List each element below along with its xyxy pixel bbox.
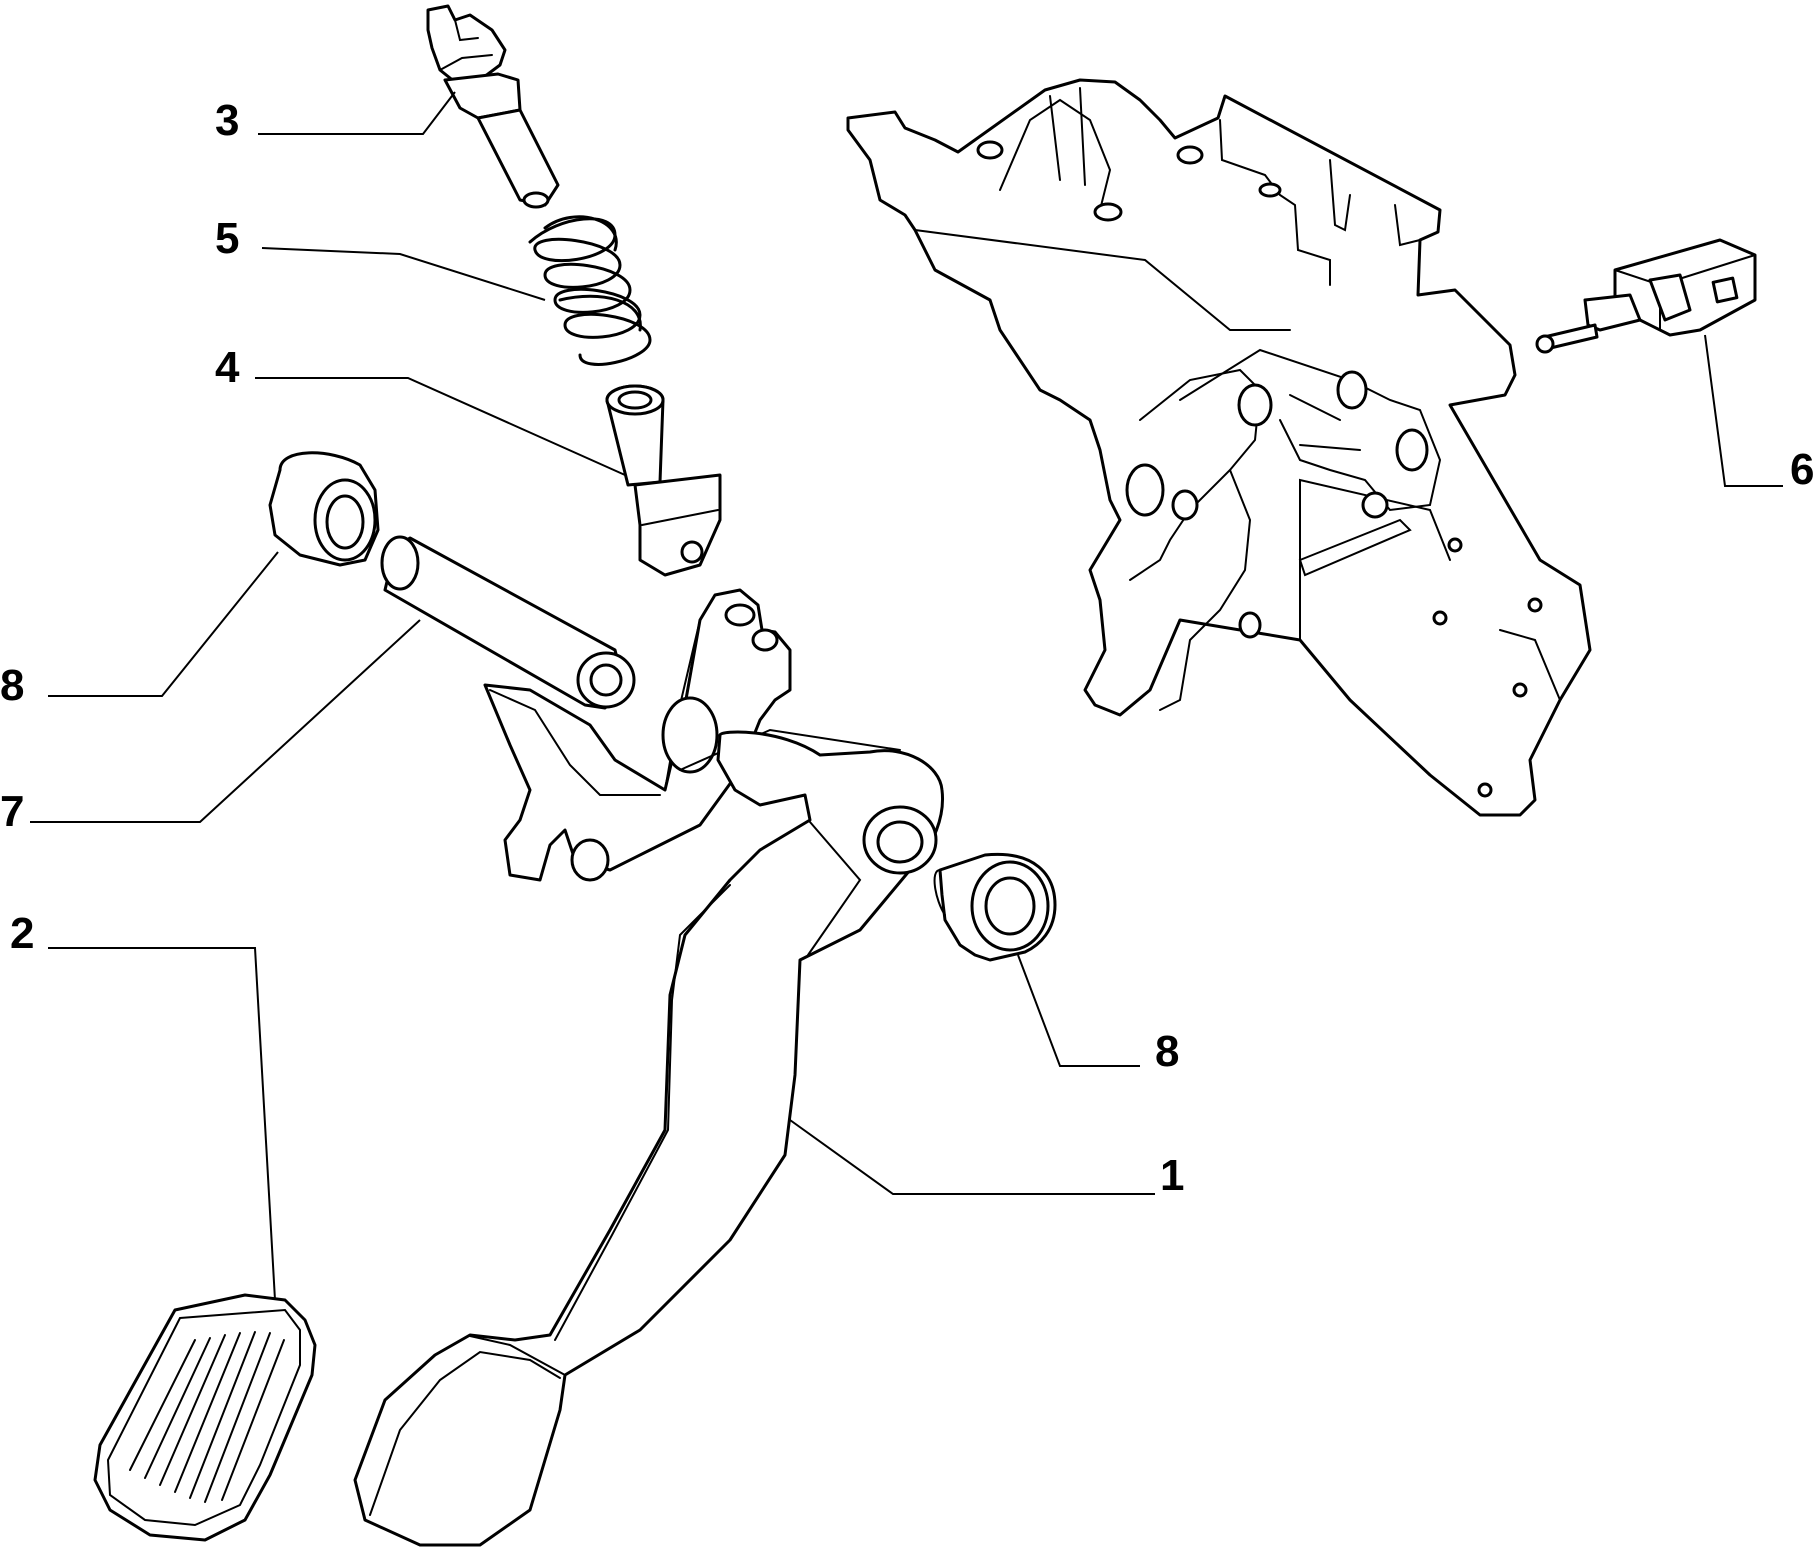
callout-2: 2 [10, 909, 34, 958]
leader-1 [789, 1119, 1155, 1195]
adjusting-screw [426, 4, 560, 209]
callout-8-right: 8 [1155, 1027, 1179, 1076]
pivot-shaft [380, 535, 636, 710]
pedal-support-bracket [846, 78, 1592, 817]
bushing-left [268, 451, 380, 567]
leader-lines [30, 91, 1783, 1301]
callout-5: 5 [215, 214, 239, 263]
leader-4 [255, 377, 626, 476]
leader-8-left [48, 551, 279, 697]
guide-pin [605, 384, 722, 577]
callout-3: 3 [215, 96, 239, 145]
callout-1: 1 [1160, 1151, 1184, 1200]
pedal-pad [93, 1293, 317, 1542]
leader-8-right [1017, 954, 1140, 1067]
stop-switch [1535, 238, 1757, 354]
leader-6 [1704, 334, 1783, 487]
pedal [353, 730, 945, 1547]
callout-6: 6 [1790, 445, 1814, 494]
bushing-right [933, 852, 1057, 962]
callout-4: 4 [215, 343, 240, 392]
callout-7: 7 [0, 787, 24, 836]
return-spring [528, 215, 652, 366]
callout-labels: 3 5 4 8 7 2 6 8 1 [0, 96, 1814, 1200]
leader-2 [48, 947, 276, 1301]
callout-8-left: 8 [0, 661, 24, 710]
leader-3 [258, 91, 456, 135]
leader-5 [261, 247, 546, 301]
pedal-lever-arm [483, 588, 901, 882]
pad-ribs [129, 1331, 285, 1503]
leader-7 [30, 619, 421, 823]
